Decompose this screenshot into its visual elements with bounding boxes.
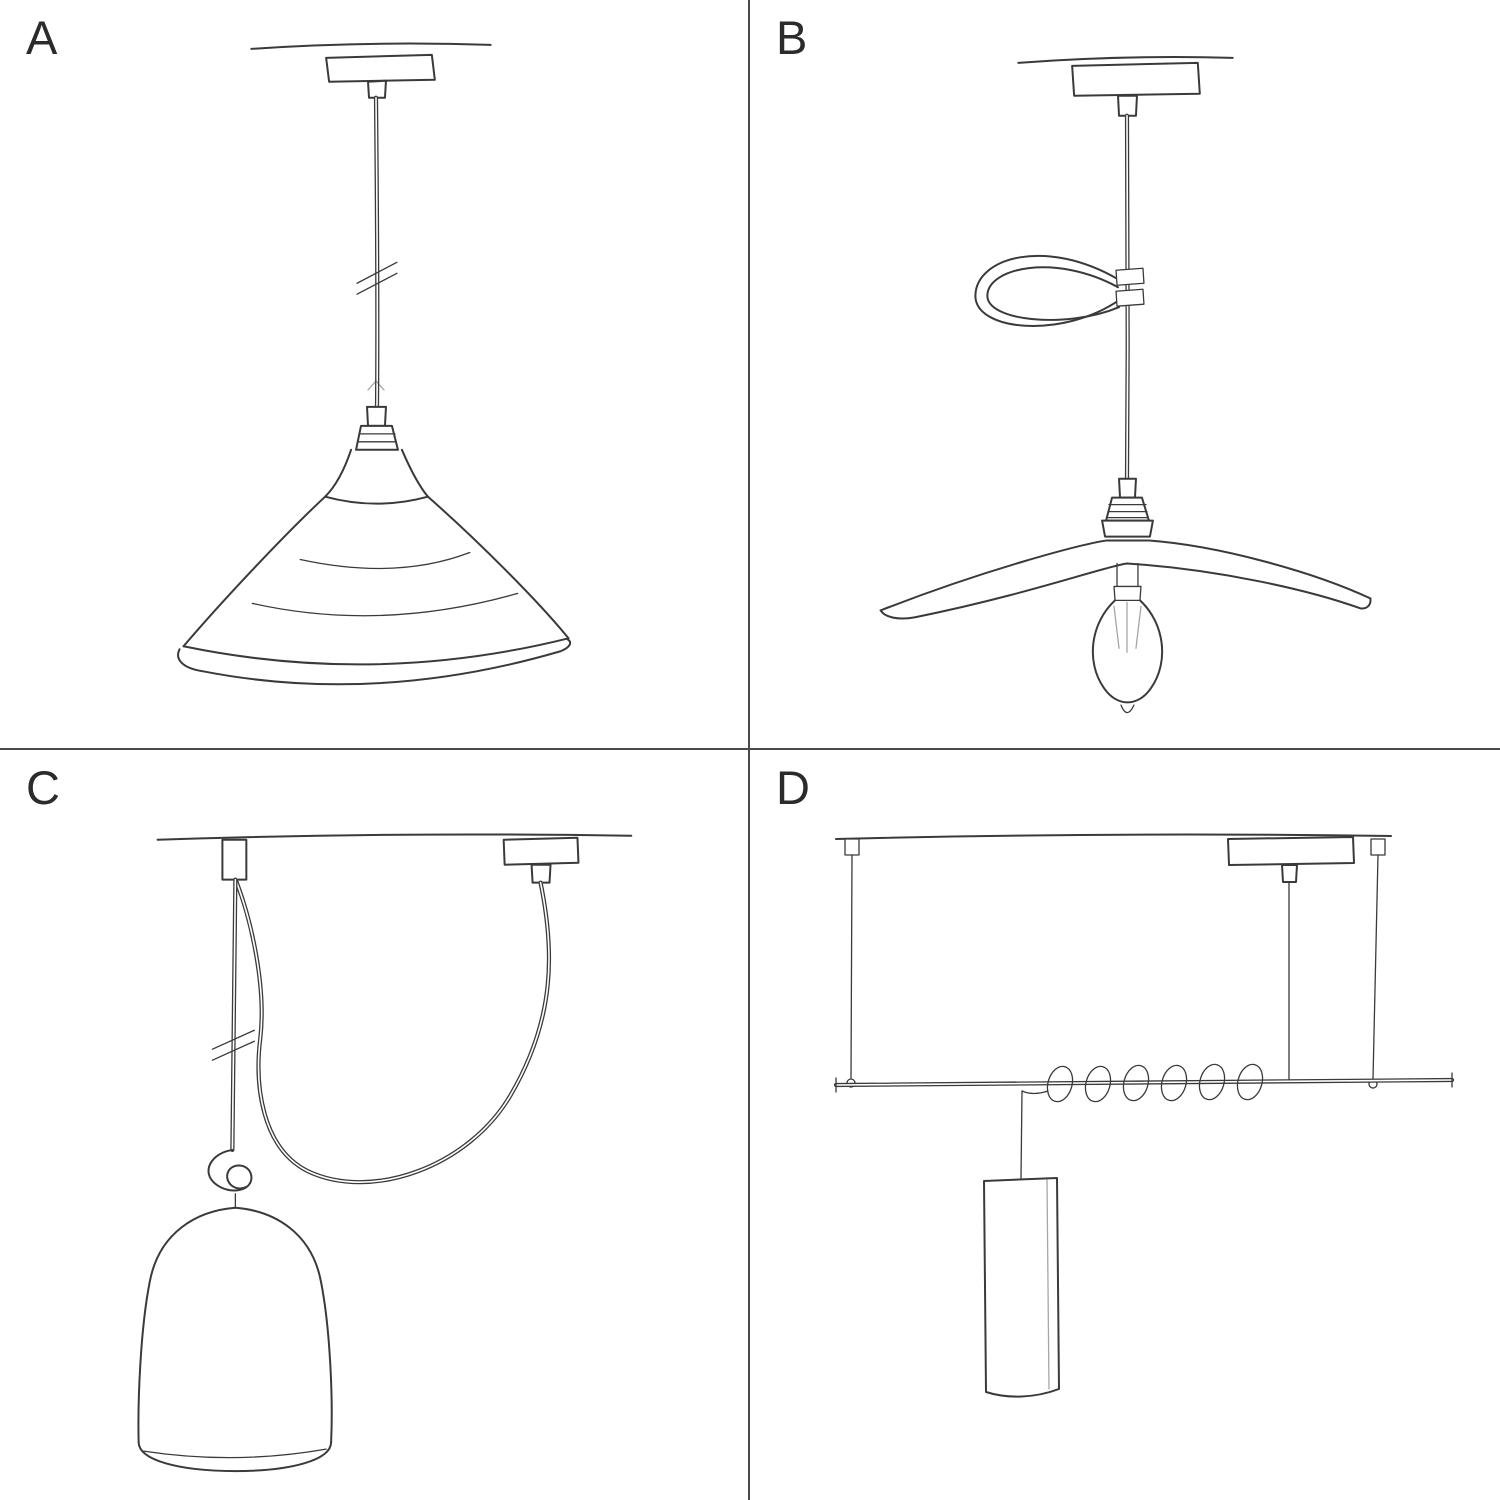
ceiling-rose (1227, 836, 1355, 883)
lamp-holder (1101, 477, 1154, 538)
tube-pendant (983, 1177, 1060, 1398)
coiled-cable (1021, 1063, 1264, 1103)
wall-hook (221, 838, 248, 881)
pendant-straight-drop-bowl-shade-sketch (177, 42, 572, 686)
plate-lampshade (879, 539, 1372, 620)
ceiling-line (156, 833, 633, 841)
drop-cable (211, 877, 255, 1153)
pendant-swag-hook-plate-shade-bulb-sketch (879, 56, 1372, 714)
panel-b-label: B (776, 11, 809, 64)
lamp-holder (355, 405, 399, 451)
panel-b: B (750, 0, 1500, 750)
drop-cable (1020, 1090, 1023, 1180)
swag-pendant-hook-knot-bell-shade-sketch (137, 833, 633, 1473)
bowl-lampshade (177, 448, 572, 686)
ceiling-bar-coiled-cable-tube-pendant-sketch (833, 833, 1455, 1398)
panel-c-label: C (26, 761, 61, 814)
ceiling-rose (325, 53, 436, 99)
pendant-cable (356, 95, 398, 410)
cable-knot (207, 1148, 253, 1209)
panel-d: D (750, 750, 1500, 1500)
ceiling-line (250, 42, 492, 50)
panel-a-label: A (26, 11, 59, 64)
ceiling-line (835, 833, 1392, 840)
cable-swag-hook (974, 255, 1145, 327)
left-suspension-wire (844, 838, 860, 1088)
panel-d-label: D (776, 761, 811, 814)
ceiling-rose (502, 836, 580, 884)
light-bulb (1091, 562, 1164, 714)
right-suspension-wire (1368, 838, 1386, 1089)
bell-lampshade (137, 1206, 333, 1473)
horizontal-bar (833, 1072, 1455, 1093)
panel-c: C (0, 750, 750, 1500)
ceiling-rose (1071, 61, 1201, 117)
panel-a: A (0, 0, 750, 750)
ceiling-line (1017, 56, 1234, 64)
swag-cable (234, 879, 552, 1185)
